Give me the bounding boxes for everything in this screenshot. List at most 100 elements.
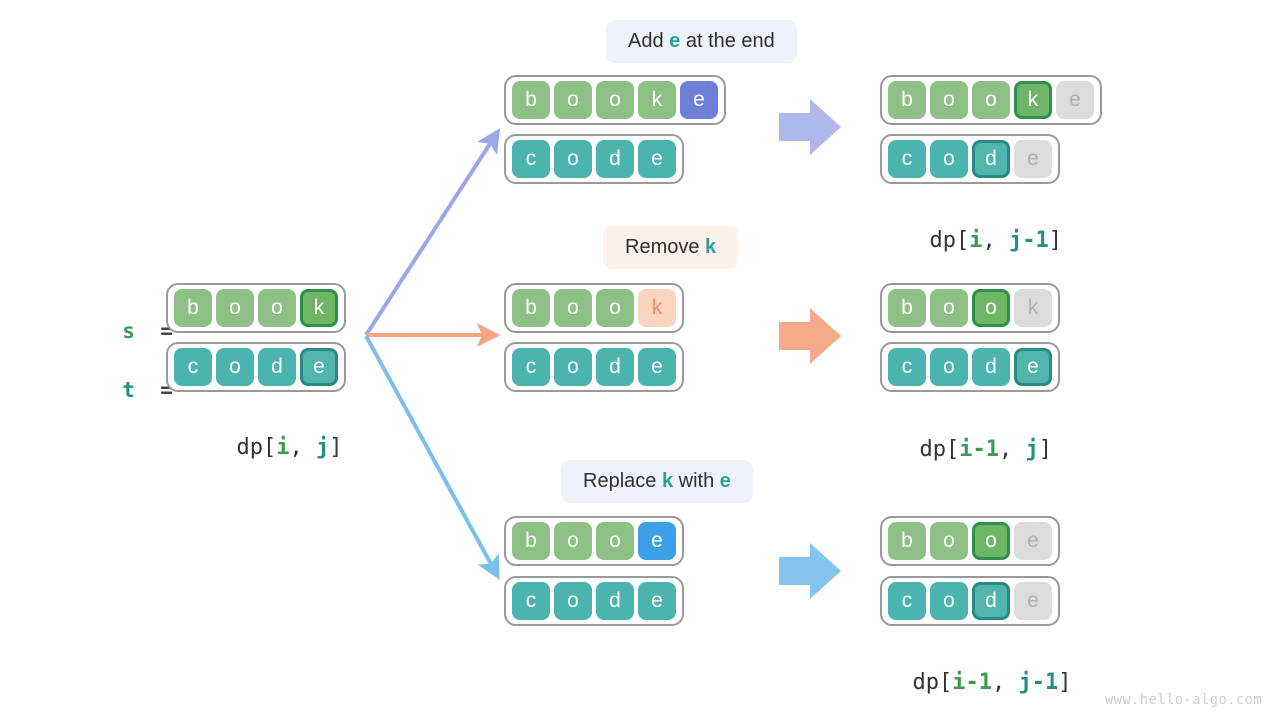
branch-arrow-add xyxy=(364,128,501,337)
dp-i: i-1 xyxy=(959,437,999,462)
cell-disabled: e xyxy=(1014,140,1052,178)
cell: c xyxy=(888,582,926,620)
cell: b xyxy=(174,289,212,327)
cell-highlight: k xyxy=(1014,81,1052,119)
replace-after-array-t: c o d e xyxy=(880,576,1060,626)
cell: b xyxy=(512,289,550,327)
dp-sep: , xyxy=(289,435,316,460)
op-label-remove: Remove k xyxy=(603,226,739,269)
dp-suffix: ] xyxy=(1058,670,1072,695)
op-label-add-post: at the end xyxy=(680,30,775,52)
cell: b xyxy=(512,81,550,119)
cell-replaced: e xyxy=(638,522,676,560)
branch-arrow-replace xyxy=(364,335,500,580)
op-label-replace-char2: e xyxy=(719,470,731,492)
add-after-array-s: b o o k e xyxy=(880,75,1102,125)
cell: c xyxy=(512,140,550,178)
cell: o xyxy=(972,81,1010,119)
dp-i: i xyxy=(276,435,290,460)
source-dp-caption: dp[i, j] xyxy=(210,410,343,460)
cell-highlight: o xyxy=(972,522,1010,560)
add-after-array-t: c o d e xyxy=(880,134,1060,184)
dp-suffix: ] xyxy=(1038,437,1052,462)
op-label-remove-char: k xyxy=(705,236,717,258)
cell: d xyxy=(972,348,1010,386)
remove-after-array-s: b o o k xyxy=(880,283,1060,333)
cell: o xyxy=(554,81,592,119)
cell-highlight: k xyxy=(300,289,338,327)
cell-disabled: e xyxy=(1056,81,1094,119)
source-array-t: c o d e xyxy=(166,342,346,392)
dp-prefix: dp[ xyxy=(929,228,970,253)
cell: k xyxy=(638,81,676,119)
cell-highlight: e xyxy=(1014,348,1052,386)
cell: o xyxy=(596,81,634,119)
block-arrow-add xyxy=(779,99,841,155)
cell: o xyxy=(930,289,968,327)
cell: o xyxy=(596,522,634,560)
dp-i: i-1 xyxy=(952,670,992,695)
cell-disabled: k xyxy=(1014,289,1052,327)
block-arrow-replace xyxy=(779,543,841,599)
op-label-add-pre: Add xyxy=(628,30,670,52)
label-t: t = xyxy=(97,354,173,402)
op-label-replace-pre: Replace xyxy=(583,470,662,492)
dp-j: j-1 xyxy=(1009,228,1049,253)
add-dp-caption: dp[i, j-1] xyxy=(903,203,1063,253)
cell: o xyxy=(554,140,592,178)
cell: c xyxy=(888,140,926,178)
cell-highlight: o xyxy=(972,289,1010,327)
cell: o xyxy=(930,140,968,178)
op-label-replace: Replace k with e xyxy=(561,460,753,503)
dp-prefix: dp[ xyxy=(912,670,953,695)
dp-prefix: dp[ xyxy=(919,437,960,462)
dp-sep: , xyxy=(982,228,1009,253)
cell: e xyxy=(638,348,676,386)
cell: o xyxy=(930,81,968,119)
watermark: www.hello-algo.com xyxy=(1104,692,1262,708)
cell: b xyxy=(888,81,926,119)
cell-inserted: e xyxy=(680,81,718,119)
add-before-array-t: c o d e xyxy=(504,134,684,184)
dp-j: j xyxy=(1025,437,1039,462)
cell: c xyxy=(174,348,212,386)
cell: d xyxy=(596,582,634,620)
op-label-add: Add e at the end xyxy=(606,20,797,63)
cell: e xyxy=(638,582,676,620)
label-s: s = xyxy=(97,295,173,343)
cell: o xyxy=(216,289,254,327)
op-label-replace-char: k xyxy=(661,470,674,492)
cell: b xyxy=(512,522,550,560)
remove-before-array-t: c o d e xyxy=(504,342,684,392)
cell: o xyxy=(554,582,592,620)
cell: c xyxy=(512,582,550,620)
cell: d xyxy=(258,348,296,386)
cell: o xyxy=(554,522,592,560)
cell-highlight: d xyxy=(972,582,1010,620)
op-label-remove-pre: Remove xyxy=(625,236,706,258)
cell: o xyxy=(596,289,634,327)
label-t-name: t xyxy=(122,378,135,402)
cell: o xyxy=(216,348,254,386)
cell: o xyxy=(930,582,968,620)
cell: o xyxy=(930,522,968,560)
cell: b xyxy=(888,289,926,327)
cell: c xyxy=(512,348,550,386)
replace-before-array-t: c o d e xyxy=(504,576,684,626)
remove-after-array-t: c o d e xyxy=(880,342,1060,392)
cell: o xyxy=(554,289,592,327)
replace-dp-caption: dp[i-1, j-1] xyxy=(886,645,1072,695)
cell: e xyxy=(638,140,676,178)
cell-disabled: e xyxy=(1014,522,1052,560)
remove-dp-caption: dp[i-1, j] xyxy=(893,412,1053,462)
cell-highlight: e xyxy=(300,348,338,386)
cell: o xyxy=(258,289,296,327)
op-label-add-char: e xyxy=(669,30,681,52)
add-before-array-s: b o o k e xyxy=(504,75,726,125)
replace-after-array-s: b o o e xyxy=(880,516,1060,566)
dp-i: i xyxy=(969,228,983,253)
dp-sep: , xyxy=(999,437,1026,462)
source-array-s: b o o k xyxy=(166,283,346,333)
cell: c xyxy=(888,348,926,386)
cell: b xyxy=(888,522,926,560)
